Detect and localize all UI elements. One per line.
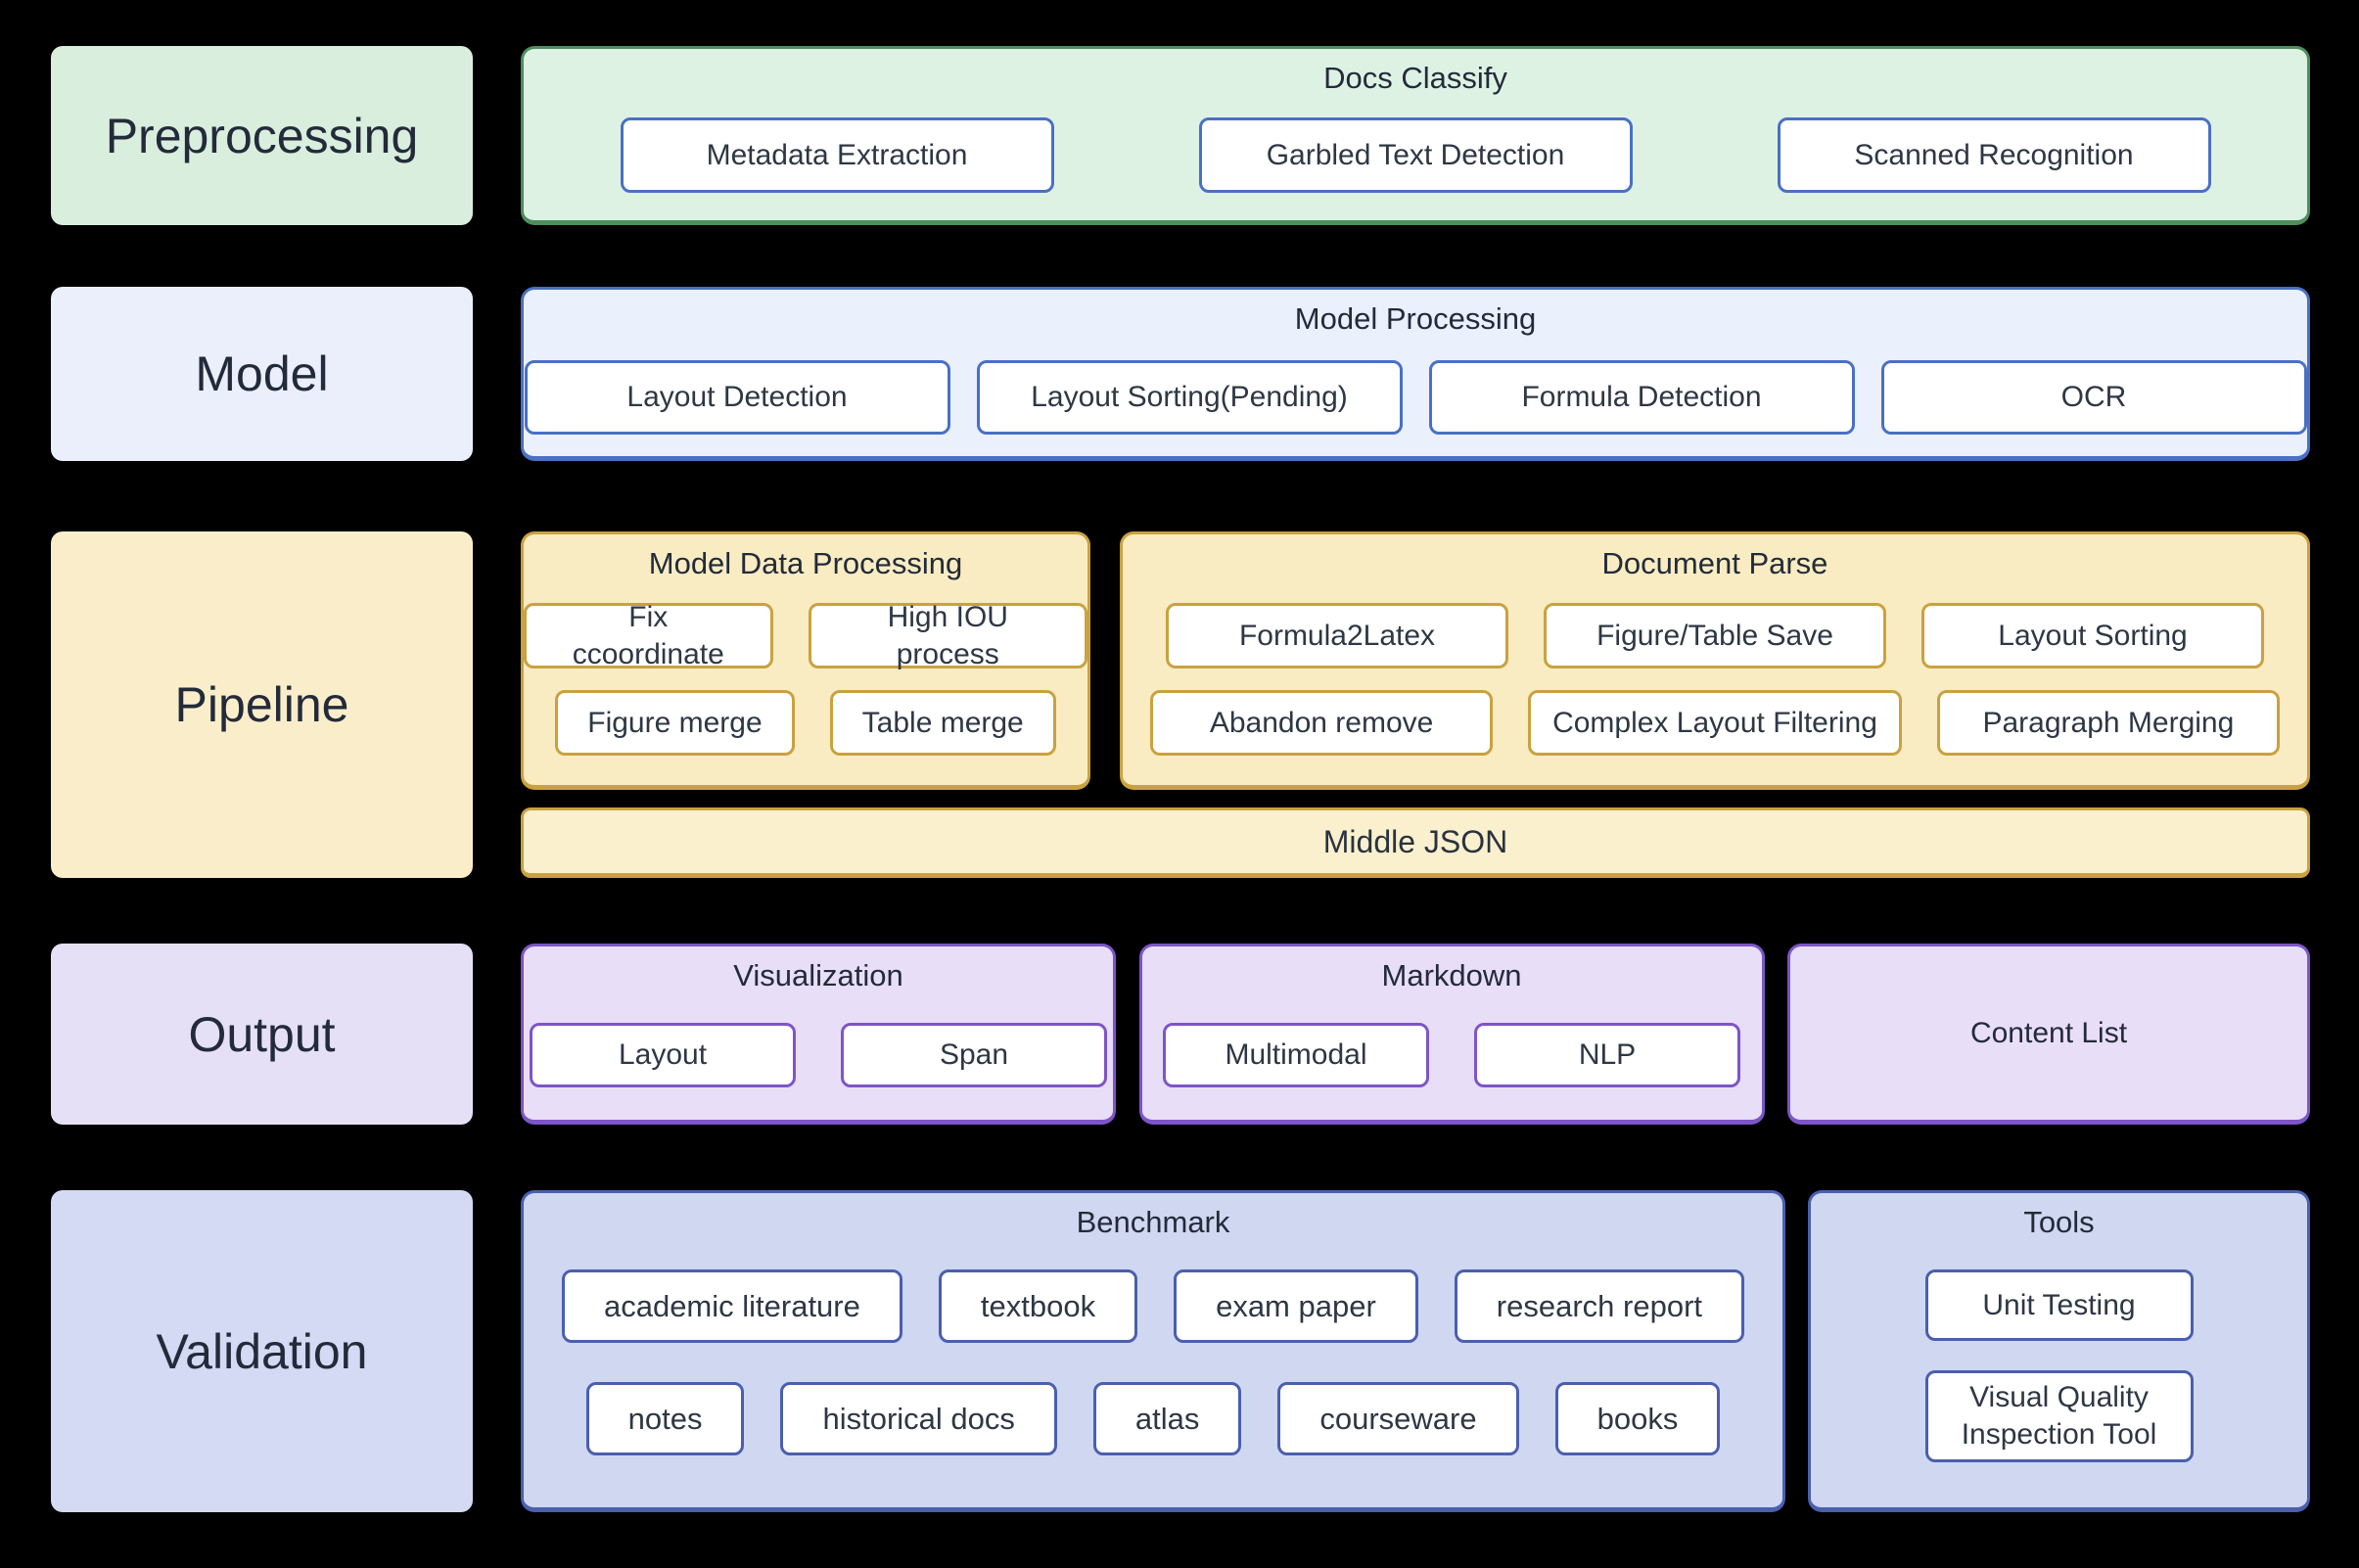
node-group: Formula2Latex Figure/Table Save Layout Sor… [1123,603,2307,669]
node-layout-sorting-pending: Layout Sorting(Pending) [976,360,1403,435]
node-notes: notes [585,1382,745,1455]
node-table-merge: Table merge [829,690,1056,756]
stage-label-pipeline: Pipeline [51,531,473,878]
node-exam-paper: exam paper [1174,1269,1418,1343]
stage-content-validation: Benchmark academic literature textbook exam… [521,1190,2310,1512]
node-group: Unit Testing [1811,1269,2307,1341]
row-validation: Validation Benchmark academic literature te… [51,1190,2310,1512]
node-group: Metadata Extraction Garbled Text Detectio… [524,117,2307,193]
panel-title-markdown: Markdown [1381,958,1522,992]
node-group: notes historical docs atlas courseware books [524,1382,1782,1455]
node-fix-ccoordinate: Fix ccoordinate [524,601,773,670]
stage-label-output: Output [51,944,473,1125]
node-courseware: courseware [1277,1382,1519,1455]
node-scanned-recognition: Scanned Recognition [1777,117,2211,193]
node-high-iou-process: High IOU process [808,601,1087,670]
panel-title-model-data-processing: Model Data Processing [648,546,963,580]
node-layout: Layout [530,1023,796,1087]
panel-title-docs-classify: Docs Classify [1323,61,1507,95]
node-figure-merge: Figure merge [555,690,795,756]
node-figure-table-save: Figure/Table Save [1544,603,1886,669]
node-group: academic literature textbook exam paper res… [524,1269,1782,1343]
node-books: books [1554,1382,1721,1455]
node-historical-docs: historical docs [780,1382,1057,1455]
node-layout-sorting: Layout Sorting [1921,603,2264,669]
node-complex-layout-filtering: Complex Layout Filtering [1528,690,1902,756]
panel-title-content-list: Content List [1969,1016,2128,1049]
panel-benchmark: Benchmark academic literature textbook exam… [521,1190,1785,1512]
panel-title-model-processing: Model Processing [1294,301,1537,336]
node-research-report: research report [1454,1269,1745,1343]
panel-title-tools: Tools [2023,1205,2095,1239]
middle-json-bar: Middle JSON [521,807,2310,878]
panel-title-document-parse: Document Parse [1601,546,1828,580]
node-group: Layout Detection Layout Sorting(Pending) F… [524,360,2307,435]
stage-label-model: Model [51,287,473,461]
node-ocr: OCR [1880,360,2307,435]
node-group: Abandon remove Complex Layout Filtering Pa… [1123,690,2307,756]
node-atlas: atlas [1092,1382,1242,1455]
node-unit-testing: Unit Testing [1924,1269,2194,1341]
node-garbled-text-detection: Garbled Text Detection [1198,117,1633,193]
panel-content-list: Content List [1787,944,2310,1125]
node-nlp: NLP [1474,1023,1740,1087]
node-formula2latex: Formula2Latex [1166,603,1508,669]
stage-label-validation: Validation [51,1190,473,1512]
node-paragraph-merging: Paragraph Merging [1936,690,2280,756]
node-textbook: textbook [938,1269,1138,1343]
node-academic-literature: academic literature [561,1269,902,1343]
node-group: Figure merge Table merge [524,690,1087,756]
node-group: Fix ccoordinate High IOU process [524,601,1087,670]
stage-label-preprocessing: Preprocessing [51,46,473,225]
panel-title-visualization: Visualization [733,958,903,992]
node-group: Multimodal NLP [1142,1023,1762,1087]
node-group: Visual Quality Inspection Tool [1811,1370,2307,1462]
node-group: Layout Span [524,1023,1113,1087]
node-visual-quality-inspection-tool: Visual Quality Inspection Tool [1924,1370,2194,1462]
node-multimodal: Multimodal [1163,1023,1429,1087]
node-span: Span [841,1023,1107,1087]
panel-title-benchmark: Benchmark [1076,1205,1230,1239]
node-formula-detection: Formula Detection [1428,360,1855,435]
node-abandon-remove: Abandon remove [1150,690,1494,756]
node-metadata-extraction: Metadata Extraction [620,117,1054,193]
node-layout-detection: Layout Detection [524,360,950,435]
